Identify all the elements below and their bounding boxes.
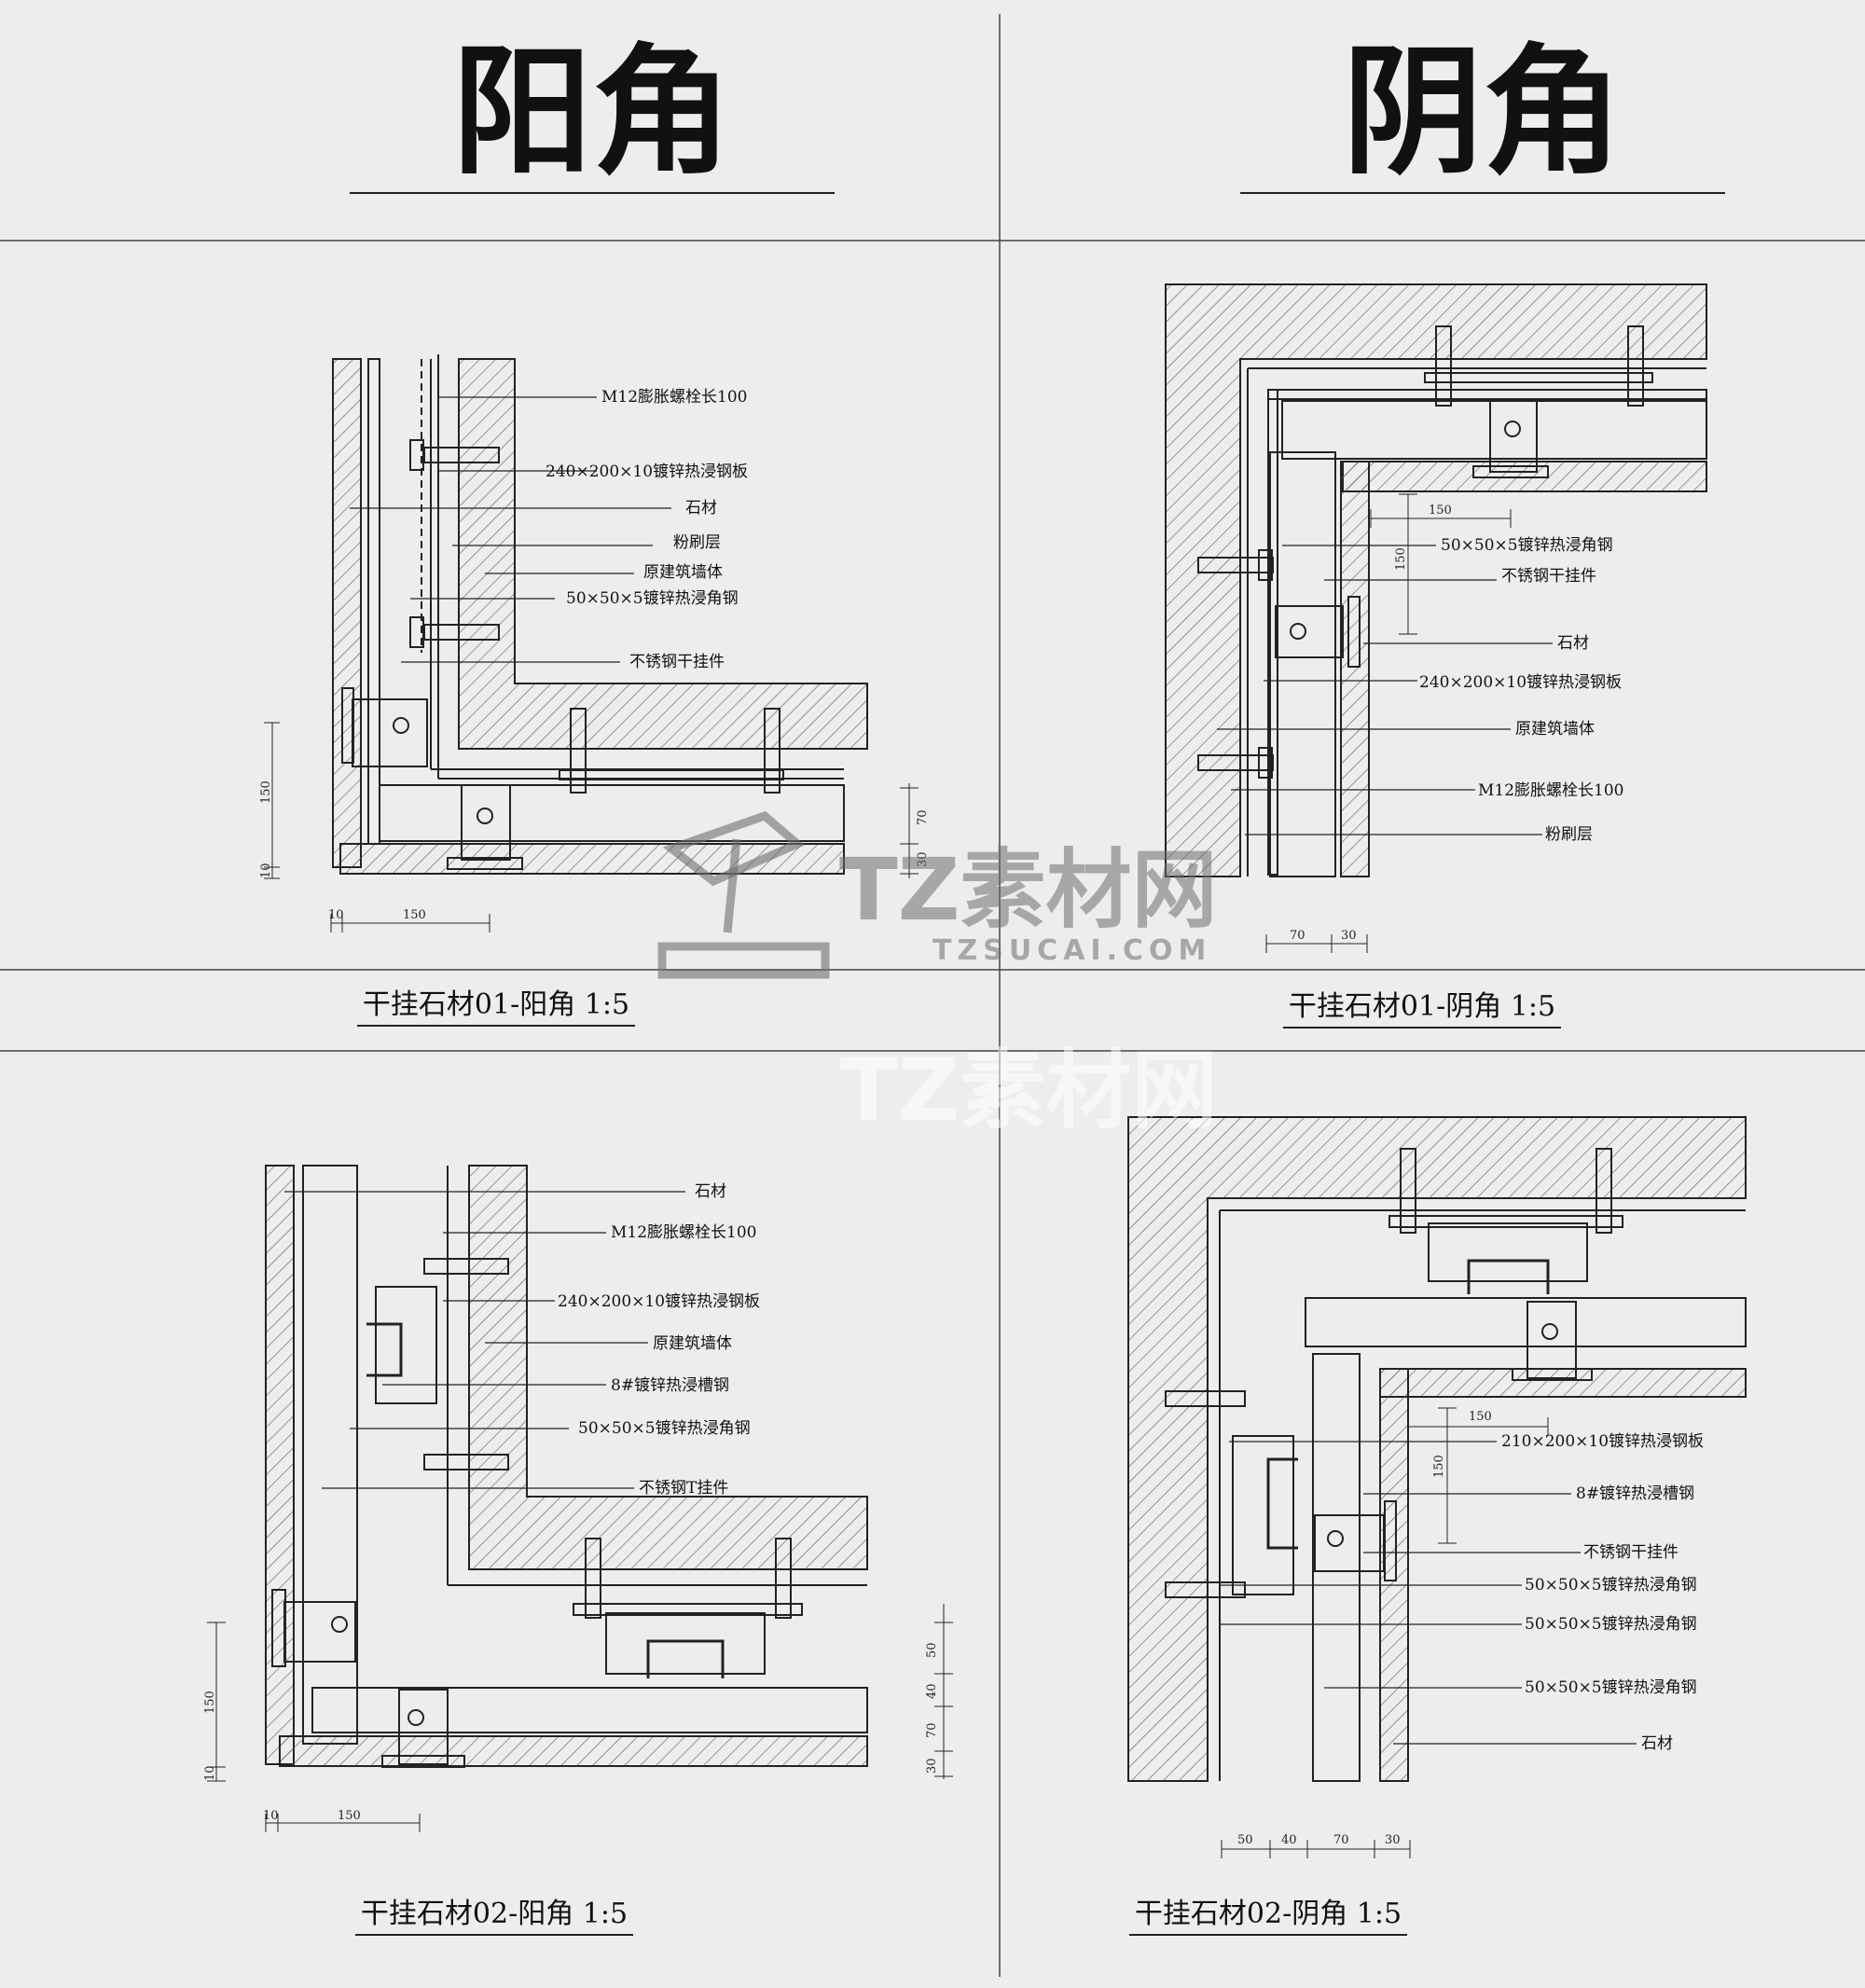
p2-label-clip: 不锈钢干挂件 (1501, 567, 1596, 586)
panel3-caption-text: 干挂石材02-阳角 1:5 (354, 1898, 634, 1936)
p3-dim-70v: 70 (925, 1722, 939, 1738)
p1-dim-150v: 150 (259, 780, 273, 804)
p4-label-stone: 石材 (1641, 1734, 1673, 1753)
p3-label-clip: 不锈钢T挂件 (639, 1479, 729, 1498)
panel1-drawing (264, 354, 919, 932)
p1-label-wall: 原建筑墙体 (643, 563, 723, 582)
watermark-url: TZSUCAI.COM (932, 934, 1212, 967)
p1-dim-10v: 10 (259, 863, 273, 878)
p2-dim-150h: 150 (1429, 504, 1452, 518)
p2-dim-70h: 70 (1290, 929, 1306, 943)
panel4-drawing (1127, 1116, 1747, 1858)
p3-dim-40v: 40 (925, 1683, 939, 1699)
p1-label-render: 粉刷层 (673, 533, 721, 552)
p3-label-channel: 8#镀锌热浸槽钢 (611, 1376, 730, 1395)
panel1-caption: 干挂石材01-阳角 1:5 (235, 987, 757, 1027)
sheet-grid (0, 14, 1865, 1977)
outer-corner-heading: 阳角 (350, 37, 835, 194)
panel4-caption: 干挂石材02-阴角 1:5 (1007, 1896, 1529, 1936)
panel3-caption: 干挂石材02-阳角 1:5 (233, 1896, 755, 1936)
p4-dim-150v: 150 (1432, 1455, 1446, 1478)
panel4-caption-text: 干挂石材02-阴角 1:5 (1128, 1898, 1408, 1936)
p4-dim-50h: 50 (1237, 1833, 1253, 1847)
p3-dim-150v: 150 (203, 1691, 217, 1714)
p1-dim-10h: 10 (328, 908, 344, 922)
p3-dim-30v: 30 (925, 1758, 939, 1774)
p1-label-stone: 石材 (685, 499, 717, 518)
panel1-caption-text: 干挂石材01-阳角 1:5 (356, 988, 636, 1027)
p4-label-clip: 不锈钢干挂件 (1583, 1543, 1678, 1562)
p2-label-plate: 240×200×10镀锌热浸钢板 (1419, 673, 1623, 692)
p4-label-angle-2: 50×50×5镀锌热浸角钢 (1525, 1615, 1697, 1634)
watermark-brand: TZ素材网 (839, 840, 1218, 940)
p2-label-render: 粉刷层 (1545, 825, 1593, 844)
p2-dim-30h: 30 (1341, 929, 1357, 943)
p4-dim-150h: 150 (1469, 1410, 1492, 1424)
p4-label-plate: 210×200×10镀锌热浸钢板 (1501, 1432, 1705, 1451)
p2-label-wall: 原建筑墙体 (1515, 720, 1595, 739)
p2-label-bolt: M12膨胀螺栓长100 (1478, 781, 1624, 800)
p2-dim-150v: 150 (1394, 547, 1408, 571)
p3-dim-150h: 150 (338, 1809, 361, 1823)
p3-label-stone: 石材 (695, 1182, 726, 1201)
p3-label-plate: 240×200×10镀锌热浸钢板 (558, 1292, 761, 1311)
p4-label-angle-1: 50×50×5镀锌热浸角钢 (1525, 1576, 1697, 1595)
p4-dim-70h: 70 (1333, 1833, 1349, 1847)
p4-label-channel: 8#镀锌热浸槽钢 (1576, 1484, 1695, 1503)
p2-label-angle: 50×50×5镀锌热浸角钢 (1441, 536, 1613, 555)
panel2-caption: 干挂石材01-阴角 1:5 (1161, 988, 1683, 1029)
p3-dim-50v: 50 (925, 1642, 939, 1658)
p1-label-clip: 不锈钢干挂件 (629, 653, 725, 671)
p3-label-angle: 50×50×5镀锌热浸角钢 (578, 1419, 751, 1438)
p2-label-stone: 石材 (1557, 634, 1589, 653)
p3-dim-10v: 10 (203, 1765, 217, 1781)
watermark-logo-icon (657, 810, 830, 979)
inner-corner-heading: 阴角 (1240, 37, 1725, 194)
p1-label-bolt: M12膨胀螺栓长100 (601, 388, 748, 407)
panel2-caption-text: 干挂石材01-阴角 1:5 (1282, 990, 1562, 1029)
watermark-brand-ghost: TZ素材网 (839, 1041, 1218, 1140)
p1-label-plate: 240×200×10镀锌热浸钢板 (546, 462, 749, 481)
p4-dim-30h: 30 (1385, 1833, 1401, 1847)
p3-label-wall: 原建筑墙体 (653, 1334, 732, 1353)
panel2-drawing (1165, 283, 1707, 953)
p1-label-angle: 50×50×5镀锌热浸角钢 (566, 589, 739, 608)
p4-dim-40h: 40 (1281, 1833, 1297, 1847)
p4-label-angle-3: 50×50×5镀锌热浸角钢 (1525, 1678, 1697, 1697)
p3-dim-10h: 10 (263, 1809, 279, 1823)
p3-label-bolt: M12膨胀螺栓长100 (611, 1223, 757, 1242)
panel3-drawing (207, 1165, 953, 1832)
p1-dim-150h: 150 (403, 908, 426, 922)
